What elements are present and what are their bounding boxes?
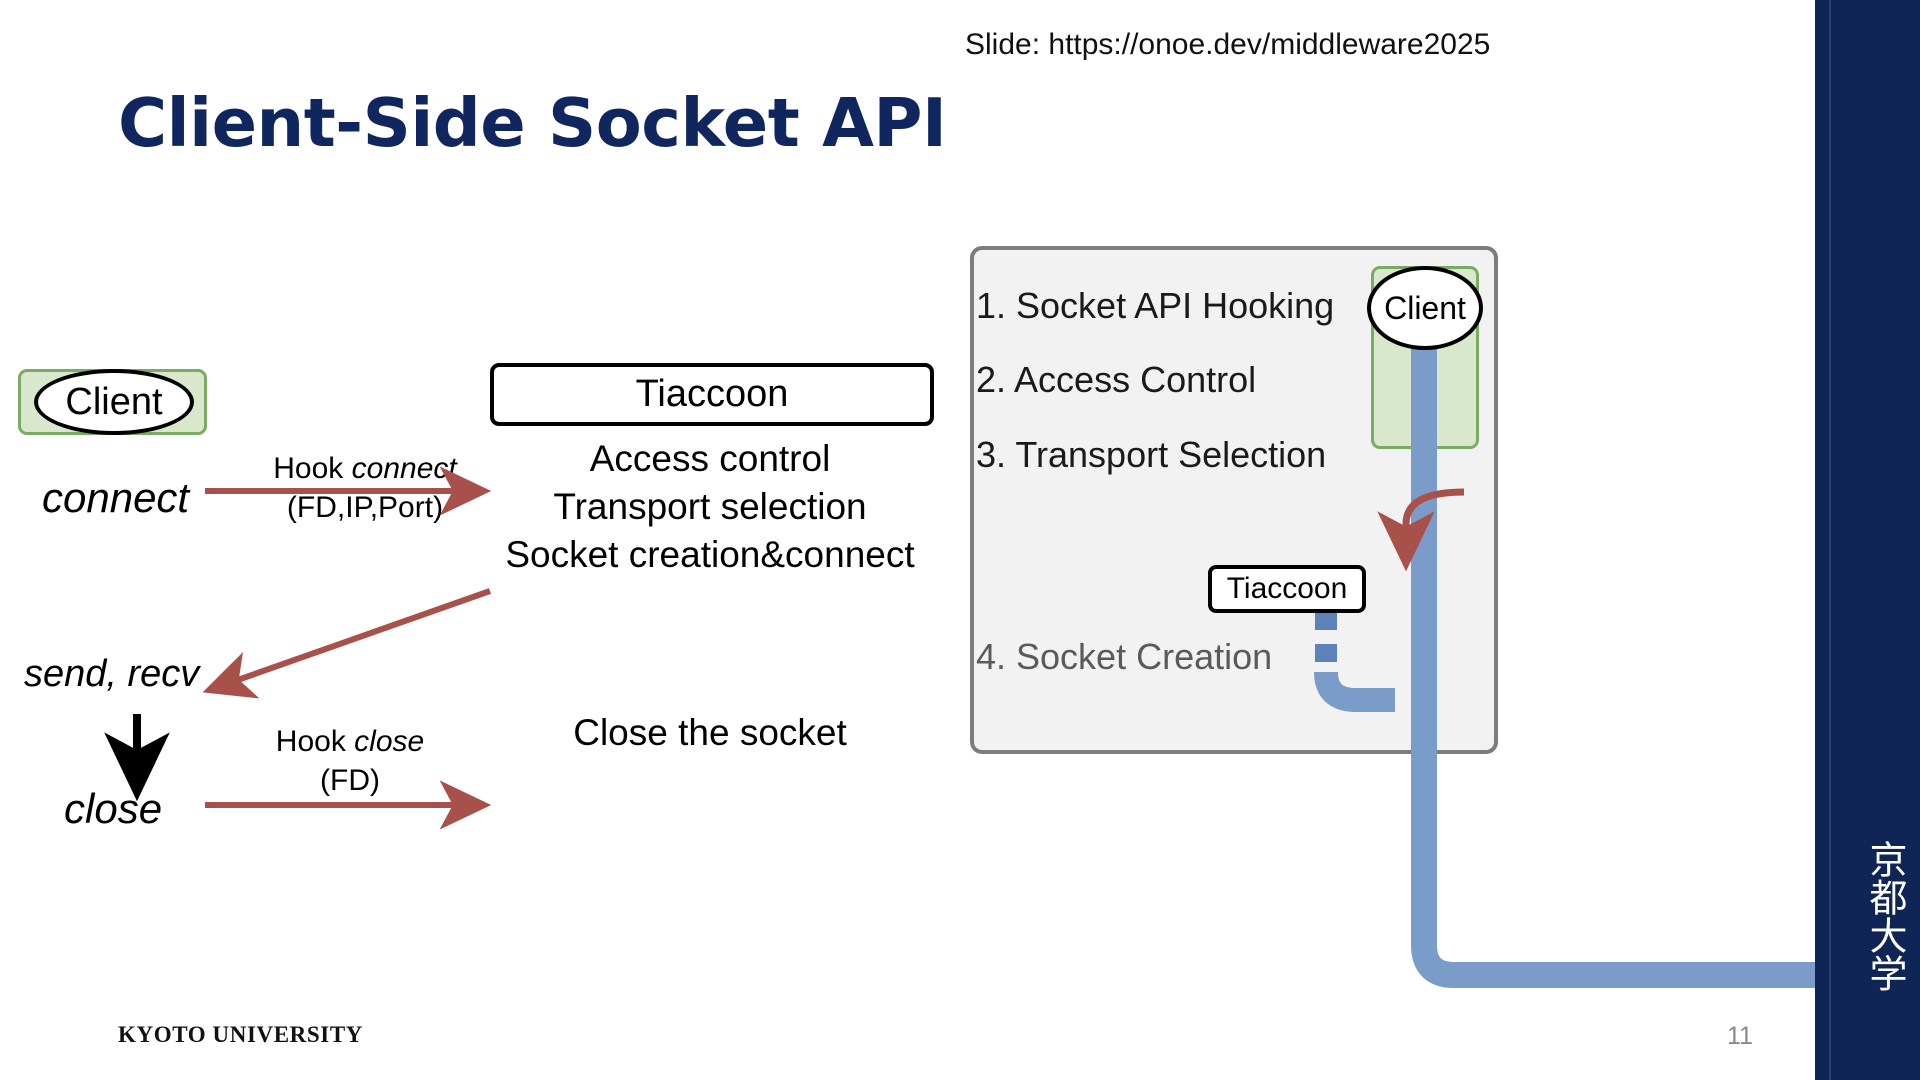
call-close-label: close <box>64 785 163 832</box>
sidebar-accent-line <box>1829 0 1831 1080</box>
hook-connect-label: Hook connect <box>225 452 505 486</box>
hook-connect-args: (FD,IP,Port) <box>286 491 444 524</box>
sidebar-university-jp: 京都大学 <box>1863 840 1907 992</box>
hook-close-args: (FD) <box>320 764 380 797</box>
overview-step-3: 3. Transport Selection <box>976 434 1327 475</box>
overview-tiaccoon-node: Tiaccoon <box>1208 565 1366 613</box>
overview-step-2: 2. Access Control <box>976 359 1257 400</box>
page-title: Client-Side Socket API <box>118 84 947 162</box>
page-number: 11 <box>1727 1022 1753 1050</box>
middleware-line-transport-selection: Transport selection <box>553 486 867 527</box>
middleware-node: Tiaccoon <box>490 363 934 426</box>
call-connect-label: connect <box>42 474 190 521</box>
middleware-line-close-socket: Close the socket <box>573 712 847 753</box>
middleware-line-access-control: Access control <box>589 438 831 479</box>
socket-return-arrow <box>202 588 491 699</box>
slide-link: Slide: https://onoe.dev/middleware2025 <box>965 28 1491 61</box>
hook-close-label: Hook close <box>200 725 500 759</box>
call-send-recv-label: send, recv <box>24 653 200 695</box>
middleware-line-socket-creation: Socket creation&connect <box>505 534 915 575</box>
hook-close-prefix: Hook <box>275 725 355 758</box>
hook-close-api: close <box>354 725 425 758</box>
brand-sidebar <box>1815 0 1920 1080</box>
hook-connect-prefix: Hook <box>273 452 352 485</box>
client-node: Client <box>34 369 194 435</box>
overview-step-1: 1. Socket API Hooking <box>976 285 1335 326</box>
footer-university: KYOTO UNIVERSITY <box>118 1022 363 1047</box>
overview-step-4: 4. Socket Creation <box>976 636 1273 677</box>
overview-client-node: Client <box>1367 266 1483 350</box>
hook-connect-api: connect <box>351 452 457 485</box>
